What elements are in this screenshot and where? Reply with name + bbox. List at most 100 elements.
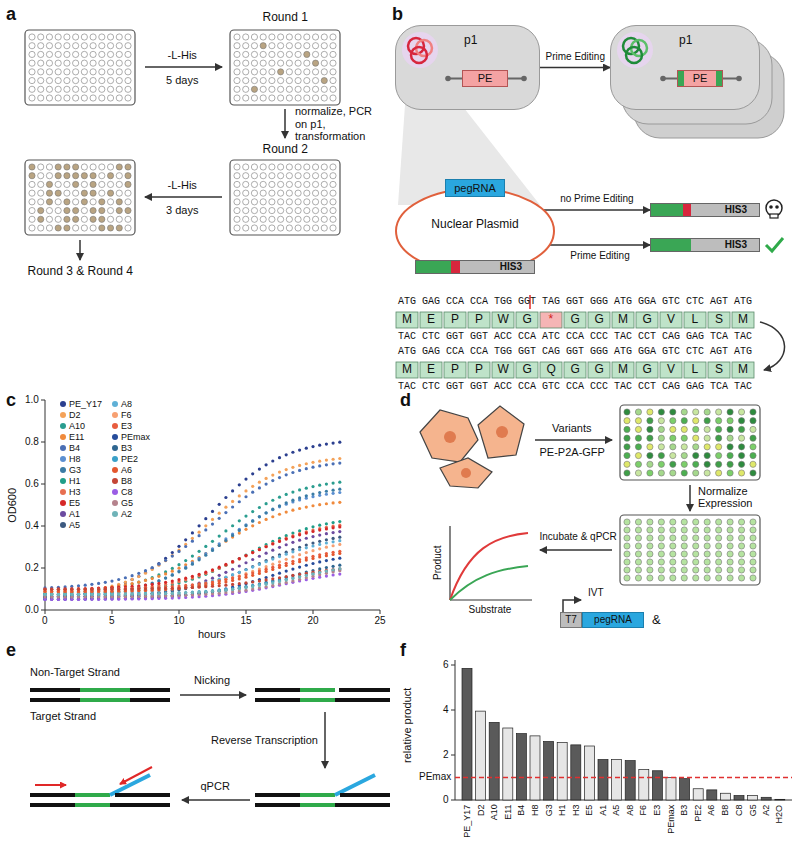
- amino-acid: V: [667, 313, 675, 327]
- figure-stroke: [770, 214, 778, 218]
- plate-well: [260, 43, 266, 49]
- figure-stroke: [246, 610, 247, 614]
- plate-well: [321, 190, 327, 196]
- growth-point: [204, 590, 207, 593]
- growth-point: [97, 587, 100, 590]
- plate-well: [286, 173, 292, 179]
- plasmid-outline: [396, 189, 554, 273]
- legend-text: A2: [121, 509, 132, 519]
- growth-point: [265, 502, 268, 505]
- growth-point: [177, 570, 180, 573]
- plate-well: [670, 575, 676, 581]
- growth-point: [90, 587, 93, 590]
- figure-label: 5 days: [166, 74, 198, 87]
- plate-well: [38, 173, 44, 179]
- amino-acid-cell: [564, 362, 586, 378]
- growth-point: [137, 581, 140, 584]
- plate-well: [116, 216, 122, 222]
- growth-point: [298, 560, 301, 563]
- growth-point: [278, 505, 281, 508]
- growth-point: [211, 510, 214, 513]
- plate-well: [29, 216, 35, 222]
- plate-well: [312, 181, 318, 187]
- amino-acid-cell: [684, 312, 706, 328]
- plate-well: [286, 43, 292, 49]
- plate-well: [99, 51, 105, 57]
- figure-stroke: [451, 665, 455, 666]
- growth-point: [318, 571, 321, 574]
- plate-well: [116, 77, 122, 83]
- growth-point: [291, 499, 294, 502]
- growth-point: [258, 481, 261, 484]
- plate-well: [243, 181, 249, 187]
- bar-label: H3: [570, 804, 580, 816]
- growth-point: [191, 586, 194, 589]
- plate-well: [269, 225, 275, 231]
- growth-point: [64, 588, 67, 591]
- plate-well: [750, 527, 756, 533]
- plate-well: [38, 207, 44, 213]
- growth-point: [97, 587, 100, 590]
- legend-text: G5: [121, 498, 133, 508]
- growth-point: [238, 557, 241, 560]
- growth-point: [251, 574, 254, 577]
- plate-well: [727, 426, 733, 432]
- plate-well: [670, 435, 676, 441]
- well-plate: [230, 30, 340, 105]
- growth-point: [318, 484, 321, 487]
- plate-well: [99, 216, 105, 222]
- growth-point: [258, 467, 261, 470]
- plate-well: [727, 567, 733, 573]
- plate-well: [46, 34, 52, 40]
- growth-point: [251, 510, 254, 513]
- legend-swatch: [60, 412, 66, 418]
- growth-point: [191, 591, 194, 594]
- plate-well: [278, 95, 284, 101]
- plate-well: [312, 95, 318, 101]
- growth-point: [184, 566, 187, 569]
- growth-point: [251, 566, 254, 569]
- growth-point: [325, 546, 328, 549]
- growth-point: [144, 592, 147, 595]
- growth-point: [332, 558, 335, 561]
- plate-well: [304, 225, 310, 231]
- growth-point: [84, 588, 87, 591]
- growth-point: [191, 575, 194, 578]
- growth-point: [305, 537, 308, 540]
- bar: [598, 760, 608, 801]
- plate-well: [693, 452, 699, 458]
- growth-point: [258, 579, 261, 582]
- bar-label: C8: [734, 804, 744, 816]
- plate-well: [99, 207, 105, 213]
- growth-point: [291, 574, 294, 577]
- amino-acid-cell: [612, 312, 634, 328]
- legend-text: PE_Y17: [69, 399, 102, 409]
- figure-stroke: [455, 777, 792, 778]
- growth-point: [325, 574, 328, 577]
- plate-well: [716, 444, 722, 450]
- plate-well: [330, 181, 336, 187]
- plate-well: [260, 199, 266, 205]
- plate-well: [704, 470, 710, 476]
- growth-point: [104, 588, 107, 591]
- growth-point: [271, 568, 274, 571]
- bar-label: F6: [638, 804, 648, 815]
- amino-acid-cell: [444, 362, 466, 378]
- figure-label: 0.4: [25, 520, 39, 532]
- figure-stroke: [30, 688, 170, 692]
- plate-well: [64, 34, 70, 40]
- growth-point: [198, 558, 201, 561]
- panel-letter: f: [400, 640, 406, 661]
- growth-point: [70, 588, 73, 591]
- growth-point: [151, 577, 154, 580]
- terminal-protein: [660, 76, 666, 82]
- plate-well: [295, 86, 301, 92]
- plate-well: [681, 452, 687, 458]
- plate-well: [269, 43, 275, 49]
- plate-well: [269, 60, 275, 66]
- growth-point: [84, 584, 87, 587]
- amino-acid-cell: [468, 362, 490, 378]
- plate-well: [251, 190, 257, 196]
